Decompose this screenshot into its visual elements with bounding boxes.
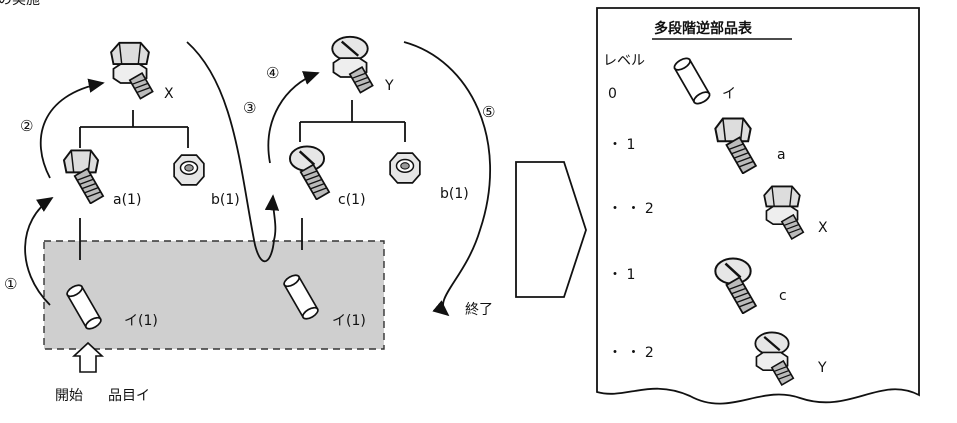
conversion-arrow-icon	[515, 161, 587, 298]
bom-sheet	[596, 7, 920, 405]
part-i1-label: イ(1)	[124, 313, 158, 329]
step-1-label: ①	[4, 275, 18, 293]
screw-c-icon	[288, 145, 331, 200]
nut-b2-icon	[389, 152, 421, 184]
row-2-level: ・ 1	[608, 137, 636, 153]
row-1-level: 0	[608, 86, 617, 102]
row-4-part: c	[779, 288, 787, 304]
item-label: 品目イ	[108, 388, 150, 404]
part-c-label: c(1)	[338, 192, 366, 208]
step-4-label: ④	[266, 64, 280, 82]
item-i-region	[43, 240, 385, 350]
row-4-level: ・ 1	[608, 267, 636, 283]
end-label: 終了	[465, 302, 493, 318]
assembly-x-icon	[110, 41, 154, 100]
flow-arrows	[24, 41, 491, 317]
row-3-level: ・ ・ 2	[608, 201, 654, 217]
tree-y-branches	[299, 100, 406, 250]
row-5-part: Y	[818, 360, 827, 376]
bom-title: 多段階逆部品表	[654, 21, 752, 37]
nut-b1-icon	[173, 154, 205, 186]
bolt-a-icon	[62, 149, 105, 204]
start-label: 開始	[55, 388, 83, 404]
start-arrow-icon	[71, 341, 105, 373]
tree-x-branches	[79, 110, 189, 260]
part-b1-label: b(1)	[211, 192, 240, 208]
assembly-y-icon	[331, 35, 374, 94]
row-2-part: a	[777, 147, 786, 163]
part-i2-label: イ(1)	[332, 313, 366, 329]
page-title-fragment: の実施	[0, 0, 40, 8]
part-y-label: Y	[385, 78, 394, 94]
part-b2-label: b(1)	[440, 186, 469, 202]
step-2-label: ②	[20, 117, 34, 135]
step-5-label: ⑤	[482, 103, 496, 121]
row-3-part: X	[818, 220, 828, 236]
step-3-label: ③	[243, 99, 257, 117]
row-5-level: ・ ・ 2	[608, 345, 654, 361]
part-a-label: a(1)	[113, 192, 142, 208]
row-1-part: イ	[722, 86, 736, 102]
part-x-label: X	[164, 86, 174, 102]
level-header: レベル	[603, 53, 645, 69]
